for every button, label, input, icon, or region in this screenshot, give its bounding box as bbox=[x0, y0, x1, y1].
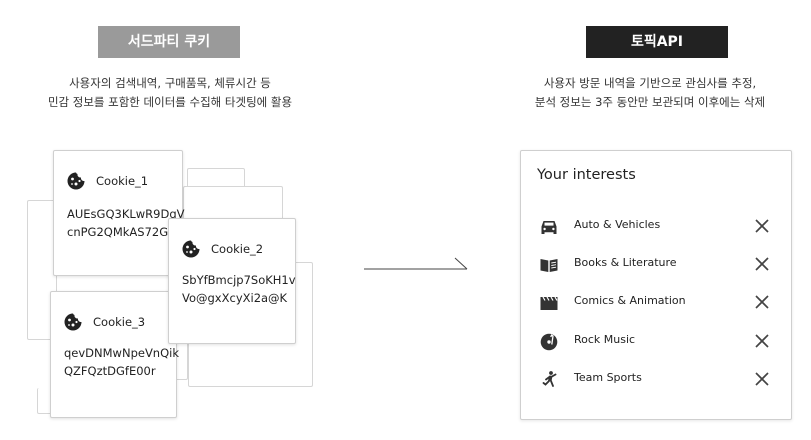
close-icon[interactable] bbox=[751, 253, 773, 275]
third-party-cookie-desc-line2: 민감 정보를 포함한 데이터를 수집해 타겟팅에 활용 bbox=[47, 95, 293, 109]
topics-api-tag: 토픽API bbox=[586, 26, 728, 58]
cookie-card-title: Cookie_3 bbox=[93, 315, 146, 329]
clapperboard-icon bbox=[540, 296, 558, 310]
cookie-card-title: Cookie_1 bbox=[96, 174, 149, 188]
interests-panel-title: Your interests bbox=[537, 167, 636, 183]
cookie-card-value-line: QZFQztDGfE00r bbox=[64, 364, 156, 378]
close-icon[interactable] bbox=[751, 215, 773, 237]
close-icon[interactable] bbox=[751, 330, 773, 352]
sports-figure-icon bbox=[542, 371, 557, 387]
topics-api-desc-line2: 분석 정보는 3주 동안만 보관되며 이후에는 삭제 bbox=[534, 95, 766, 109]
third-party-cookie-desc-line1: 사용자의 검색내역, 구매품목, 체류시간 등 bbox=[69, 76, 271, 90]
stacked-card-back bbox=[27, 200, 57, 340]
interest-item-label: Rock Music bbox=[574, 333, 636, 346]
interest-item-label: Auto & Vehicles bbox=[574, 218, 661, 231]
third-party-cookie-tag-label: 서드파티 쿠키 bbox=[127, 34, 211, 50]
interest-item-team-sports: Team Sports bbox=[521, 362, 791, 396]
topics-api-tag-label: 토픽API bbox=[630, 34, 684, 50]
interest-item-label: Books & Literature bbox=[574, 256, 677, 269]
cookie-icon bbox=[182, 240, 200, 258]
interest-item-rock-music: Rock Music bbox=[521, 324, 791, 358]
third-party-cookie-tag: 서드파티 쿠키 bbox=[98, 26, 240, 58]
cookie-icon bbox=[64, 313, 82, 331]
interest-item-label: Comics & Animation bbox=[574, 294, 686, 307]
close-icon[interactable] bbox=[751, 291, 773, 313]
cookie-card-value-line: cnPG2QMkAS72GV bbox=[67, 225, 176, 239]
interests-panel: Your interests Auto & Vehicles Books & L… bbox=[520, 150, 792, 420]
cookie-card-value: AUEsGQ3KLwR9DgV cnPG2QMkAS72GV bbox=[67, 205, 185, 241]
right-arrow-icon bbox=[364, 257, 468, 270]
music-disc-icon bbox=[540, 333, 558, 351]
interest-item-auto-vehicles: Auto & Vehicles bbox=[521, 209, 791, 243]
stacked-card-back bbox=[183, 186, 283, 220]
cookie-card-title: Cookie_2 bbox=[211, 242, 264, 256]
cookie-icon bbox=[67, 172, 85, 190]
book-icon bbox=[540, 259, 558, 272]
third-party-cookie-description: 사용자의 검색내역, 구매품목, 체류시간 등 민감 정보를 포함한 데이터를 … bbox=[0, 74, 340, 112]
cookie-card-value-line: qevDNMwNpeVnQik bbox=[64, 346, 180, 360]
cookie-card-value-line: SbYfBmcjp7SoKH1v bbox=[182, 273, 296, 287]
interest-item-comics-animation: Comics & Animation bbox=[521, 285, 791, 319]
topics-api-desc-line1: 사용자 방문 내역을 기반으로 관심사를 추정, bbox=[543, 76, 757, 90]
cookie-card-value-line: AUEsGQ3KLwR9DgV bbox=[67, 207, 185, 221]
interest-item-label: Team Sports bbox=[574, 371, 642, 384]
close-icon[interactable] bbox=[751, 368, 773, 390]
cookie-card-1: Cookie_1 AUEsGQ3KLwR9DgV cnPG2QMkAS72GV bbox=[53, 150, 185, 276]
cookie-card-value-line: Vo@gxXcyXi2a@K bbox=[182, 291, 288, 305]
car-icon bbox=[541, 221, 557, 234]
interest-item-books-literature: Books & Literature bbox=[521, 247, 791, 281]
topics-api-description: 사용자 방문 내역을 기반으로 관심사를 추정, 분석 정보는 3주 동안만 보… bbox=[490, 74, 810, 112]
